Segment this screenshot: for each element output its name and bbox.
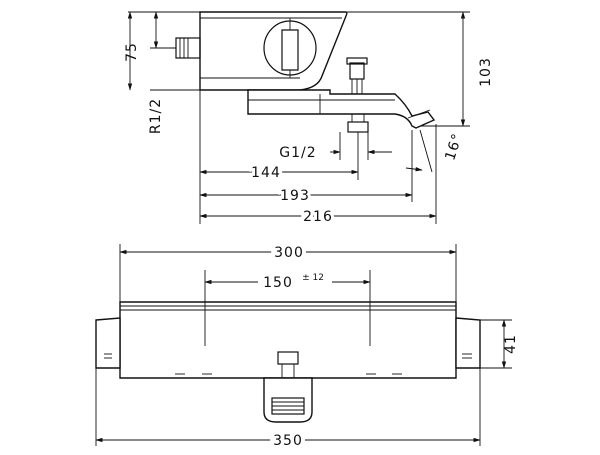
dim-144-label: 144 <box>251 165 281 181</box>
inlet-connector <box>175 37 201 59</box>
dim-tolerance-label: ± 12 <box>302 273 324 283</box>
center-connector <box>277 351 299 378</box>
dim-41-label: 41 <box>503 334 519 354</box>
shower-outlet <box>347 114 369 133</box>
temperature-knob <box>263 18 317 78</box>
dim-350-label: 350 <box>273 433 303 449</box>
side-view: 75 R1/2 103 G1/2 16° 144 193 216 <box>124 11 494 228</box>
diverter-knob <box>346 57 368 94</box>
dim-75-label: 75 <box>124 42 140 62</box>
right-end-cap <box>455 317 481 369</box>
dim-g12-label: G1/2 <box>279 145 316 161</box>
dim-angle-label: 16° <box>442 131 466 162</box>
dim-216-label: 216 <box>303 209 333 225</box>
front-view: 300 150 ± 12 41 350 <box>95 241 519 453</box>
dim-r12-label: R1/2 <box>148 98 164 134</box>
dim-193-label: 193 <box>280 188 310 204</box>
front-spout <box>263 377 313 423</box>
left-end-cap <box>95 317 121 369</box>
mixer-body-front <box>119 301 457 379</box>
dim-150-label: 150 <box>263 275 293 291</box>
dim-103-label: 103 <box>478 57 494 87</box>
bath-spout <box>247 89 436 129</box>
dim-300-label: 300 <box>274 245 304 261</box>
